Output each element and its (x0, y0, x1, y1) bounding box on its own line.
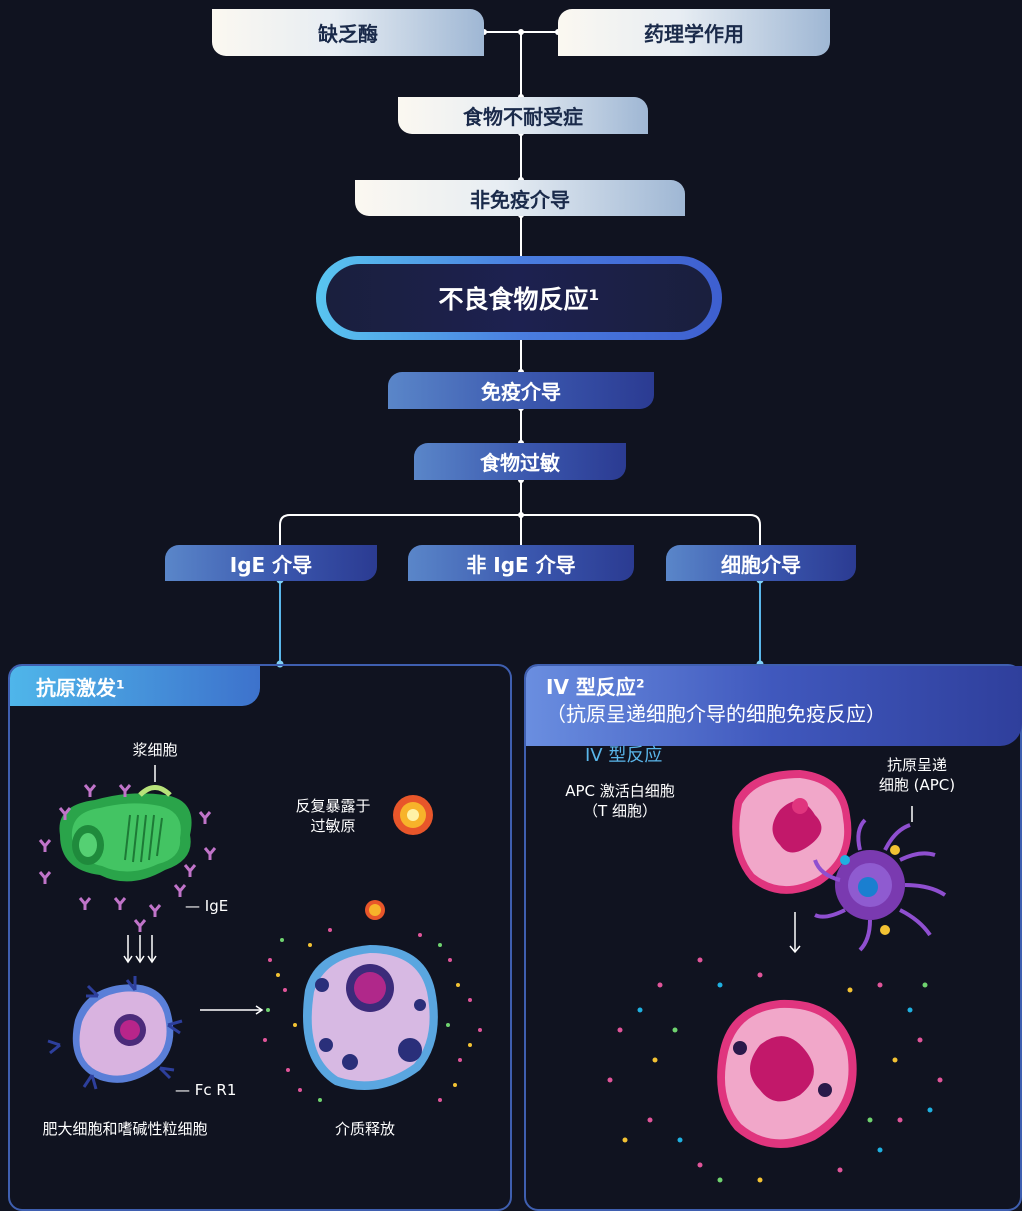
antigen-challenge-header: 抗原激发¹ (10, 666, 260, 706)
plasma-cell-label: 浆细胞 (132, 741, 178, 759)
non-ige-mediated-box: 非 IgE 介导 (408, 545, 634, 581)
pharmacological-label: 药理学作用 (644, 22, 744, 46)
apc-line2: 细胞 (APC) (878, 776, 956, 794)
apc-activates-line2: （T 细胞） (583, 802, 657, 820)
cytokine-particles-yellow (622, 987, 898, 1183)
food-allergy-box: 食物过敏 (414, 443, 626, 480)
antigen-challenge-title: 抗原激发¹ (36, 675, 125, 700)
non-immune-box: 非免疫介导 (355, 180, 685, 216)
food-intolerance-box: 食物不耐受症 (398, 97, 648, 134)
mast-cell-illustration (72, 984, 174, 1083)
type-iv-subtitle-paren: （抗原呈递细胞介导的细胞免疫反应） (546, 702, 886, 726)
mast-basophil-caption: 肥大细胞和嗜碱性粒细胞 (42, 1120, 208, 1138)
food-allergy-label: 食物过敏 (480, 451, 560, 475)
allergen-icon (393, 795, 433, 835)
cytokine-particles (607, 957, 943, 1173)
non-ige-mediated-label: 非 IgE 介导 (466, 552, 576, 577)
panel-connectors (279, 580, 761, 664)
cell-mediated-label: 细胞介导 (721, 552, 801, 577)
ige-label: — IgE (185, 897, 229, 915)
repeat-exposure-line1: 反复暴露于 (295, 797, 371, 815)
white-blood-cell-illustration (732, 770, 852, 894)
fc-receptor-label: — Fc R1 (175, 1081, 237, 1099)
down-arrows (123, 935, 157, 964)
mediator-particles (263, 928, 482, 1102)
apc-activates-label: APC 激活白细胞 （T 细胞） (545, 781, 695, 821)
cytokine-particles-green (672, 982, 928, 1183)
adverse-food-reaction-hub: 不良食物反应¹ (316, 256, 722, 340)
ige-mediated-label: IgE 介导 (229, 552, 313, 577)
type-iv-panel: IV 型反应² （抗原呈递细胞介导的细胞免疫反应） (524, 664, 1022, 1211)
fc-receptors (47, 976, 183, 1090)
hub-title: 不良食物反应¹ (438, 285, 600, 314)
ige-antibodies (38, 784, 217, 932)
cell-mediated-box: 细胞介导 (666, 545, 856, 581)
enzyme-deficiency-label: 缺乏酶 (318, 22, 378, 46)
type-iv-subtitle: IV 型反应 (585, 745, 663, 766)
apc-cell-illustration (813, 818, 947, 952)
hub-inner: 不良食物反应¹ (326, 264, 712, 332)
mediator-particles-green (266, 938, 450, 1102)
pharmacological-box: 药理学作用 (558, 9, 830, 56)
panel-connector-dots (276, 576, 764, 668)
repeat-exposure-label: 反复暴露于 过敏原 (283, 796, 383, 836)
immune-mediated-box: 免疫介导 (388, 372, 654, 409)
apc-activates-line1: APC 激活白细胞 (565, 782, 675, 800)
activated-cell-illustration (717, 999, 857, 1148)
antigen-challenge-panel: 抗原激发¹ (8, 664, 512, 1211)
apc-line1: 抗原呈递 (886, 756, 947, 774)
mediator-release-caption: 介质释放 (334, 1120, 395, 1138)
mediator-particles-yellow (276, 943, 472, 1087)
apc-label: 抗原呈递 细胞 (APC) (862, 755, 972, 795)
right-arrow (200, 1005, 264, 1015)
food-intolerance-label: 食物不耐受症 (463, 105, 583, 129)
type-iv-title: IV 型反应² (546, 675, 645, 699)
repeat-exposure-line2: 过敏原 (310, 817, 356, 835)
right-down-arrow (789, 912, 801, 954)
type-iv-header: IV 型反应² （抗原呈递细胞介导的细胞免疫反应） (526, 666, 1022, 746)
degranulating-cell-illustration (303, 900, 438, 1090)
cytokine-particles-blue (637, 982, 933, 1153)
plasma-cell-illustration (59, 765, 192, 882)
ige-mediated-box: IgE 介导 (165, 545, 377, 581)
enzyme-deficiency-box: 缺乏酶 (212, 9, 484, 56)
immune-mediated-label: 免疫介导 (481, 380, 561, 404)
non-immune-label: 非免疫介导 (470, 187, 570, 212)
